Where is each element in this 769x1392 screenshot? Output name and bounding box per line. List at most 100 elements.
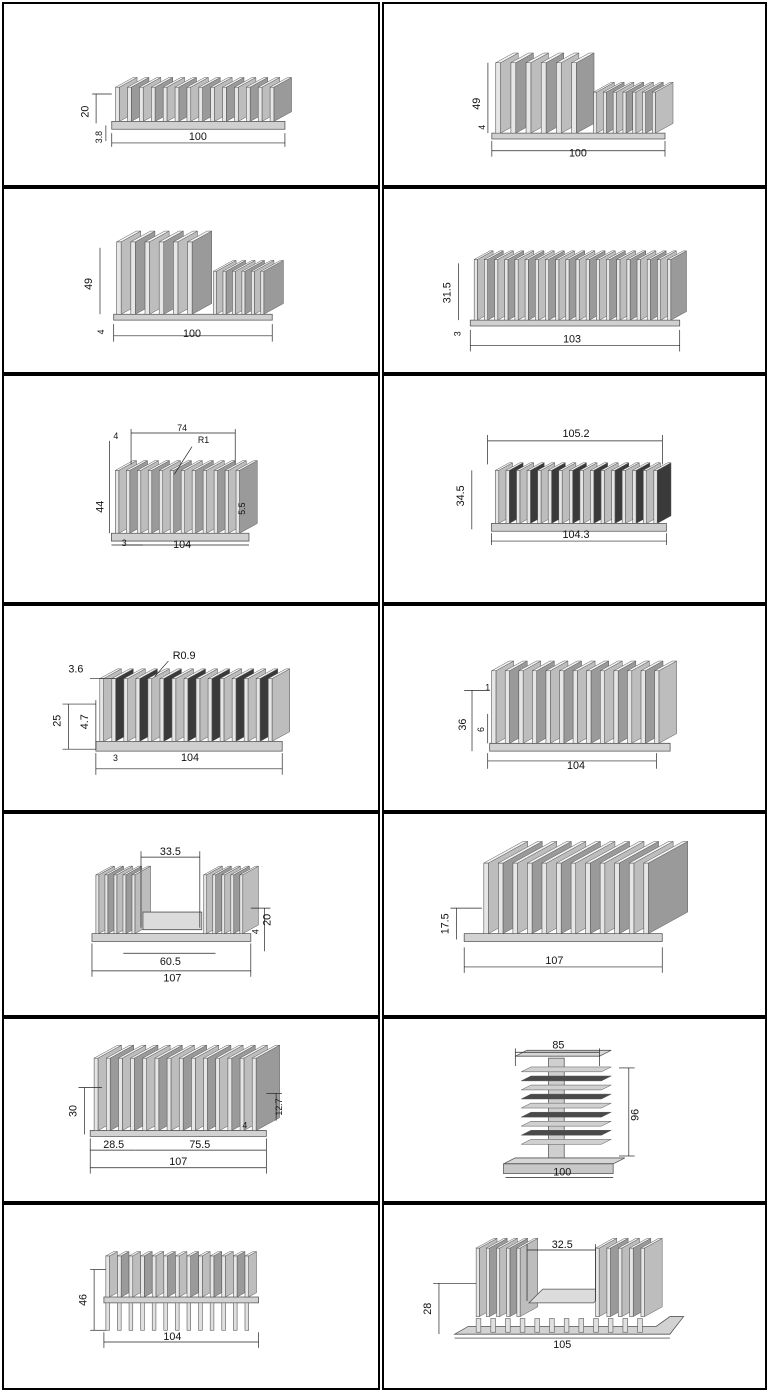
fin-cap [115,77,138,88]
fin-cap [657,250,677,260]
fin-cap [186,1251,199,1257]
fin-front [221,1255,226,1298]
fin-cap [106,1044,134,1059]
fin-cap [545,250,565,260]
dim-label: 104 [567,760,585,772]
fin-front [486,1247,490,1317]
fin-side [132,1251,141,1298]
fin-side [576,52,595,134]
dim-label: R1 [198,435,209,445]
fin-front [159,678,165,742]
fin-cap [221,1251,234,1257]
fin-cap [123,668,146,679]
fin-cap [232,668,254,679]
fin-lower [163,1302,168,1331]
fin-front [534,259,539,321]
fin-front [144,241,150,315]
fin-cap [186,77,209,88]
dim-label: 96 [630,1109,642,1121]
fin-lower [490,1318,496,1333]
dimension-lines-5 [109,429,249,546]
fin-front [224,470,229,534]
fin-side [236,1251,246,1298]
fin-cap [611,462,629,471]
fin-cap [239,865,259,876]
fin-front [527,862,533,934]
fin-front [115,86,120,122]
dim-label: 74 [177,423,187,433]
fin-front [203,874,207,934]
heatsink-profile-11-drawing: 30 12.7 4 28.5 75.5 107 [68,1044,284,1174]
fin-cap [104,865,124,876]
fin-front [234,86,239,122]
fin-front [632,470,637,524]
fin-cap [222,77,245,88]
fin-cap [130,1044,159,1059]
shelf-fin [521,1084,612,1091]
fin-front [187,241,193,315]
fin-front [183,678,189,742]
fin-front [614,862,620,934]
heatsink-body-13 [103,1251,259,1331]
profile-cell-7: 3.6 R0.9 25 4.7 3 104 [2,604,380,812]
fin-lower [593,1318,599,1333]
fin-side [656,462,672,524]
fin-front [136,470,142,534]
heatsink-profile-12-drawing: 85 96 100 [503,1039,642,1179]
profile-cell-6: 105.2 34.5 104.3 [382,374,767,604]
dim-label: 104 [181,752,199,764]
fin-front [95,874,100,934]
fin-front [495,470,500,524]
fin-front [251,1057,257,1131]
fin-cap [140,1251,153,1257]
profile-cell-4: 31.5 3 103 [382,187,767,374]
fin-front [483,862,489,934]
fin-cap [173,230,198,243]
fin-cap [219,668,242,679]
shelf-fin [521,1121,612,1127]
fin-cap [667,250,687,260]
fin-front [209,1255,215,1298]
fin-side [239,460,258,534]
fin-front [585,862,591,934]
fin-cap [224,460,247,471]
dim-label: 100 [189,131,207,143]
fin-front [212,874,217,934]
fin-cap [613,660,636,671]
dim-label: 5.5 [237,502,247,514]
fin-cap [135,668,158,679]
fin-front [532,670,538,744]
fin-front [128,1255,134,1298]
fin-front [221,874,226,934]
fin-lower [209,1302,215,1331]
fin-cap [593,82,615,93]
fin-front [244,1255,249,1298]
fin-front [147,678,153,742]
fin-cap [95,865,115,876]
dim-label: 107 [163,973,181,985]
fin-front [99,678,104,742]
fin-front [154,1057,160,1131]
fin-front [207,678,213,742]
fin-front [473,259,478,321]
fin-lower [519,1318,526,1333]
fin-front [506,1247,511,1317]
fin-front [616,259,621,321]
fin-cap [203,460,225,471]
fin-front [162,86,168,122]
fin-front [246,86,251,122]
fin-cap [117,1251,130,1257]
fin-lower [563,1318,570,1333]
dim-label: 3.6 [68,664,83,676]
fin-side [271,668,290,742]
profile-cell-1: 20 3.8 100 [2,2,380,187]
fin-front [558,470,563,524]
fin-cap [159,668,182,679]
fin-cap [654,660,677,671]
fin-front [524,259,529,321]
dim-label: 4 [113,431,118,441]
dim-label: 107 [169,1156,187,1168]
fin-cap [159,460,181,471]
fin-cap [116,230,141,243]
